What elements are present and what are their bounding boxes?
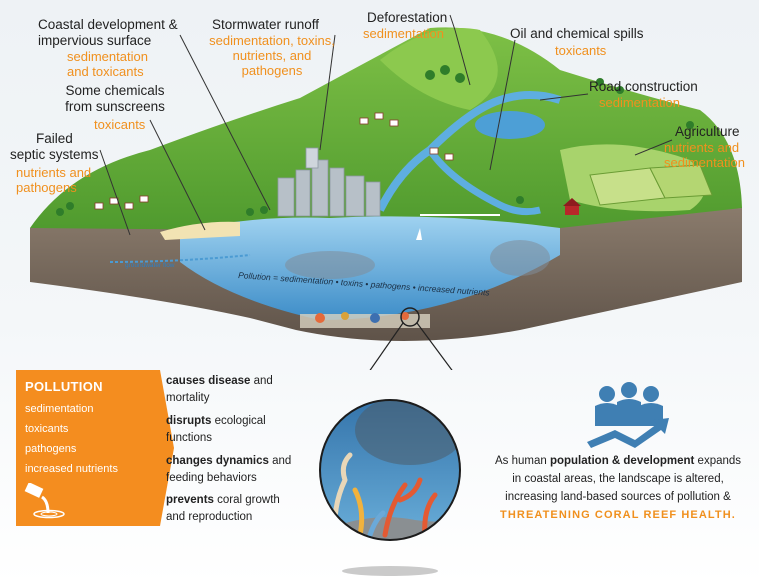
label-sunscreen-title: Some chemicals from sunscreens	[65, 83, 165, 114]
label-septic-sub: nutrients and pathogens	[16, 165, 92, 195]
groundwater-label: groundwater flow	[125, 262, 175, 269]
label-road-sub: sedimentation	[599, 95, 680, 110]
landscape-diagram: Pollution = sedimentation • toxins • pat…	[30, 14, 742, 370]
label-sunscreen-sub: toxicants	[94, 117, 146, 132]
pollution-item: sedimentation	[25, 403, 94, 415]
barn-icon	[563, 198, 581, 215]
land-surface	[30, 27, 742, 233]
pollution-item: toxicants	[25, 423, 69, 435]
population-growth-icon	[587, 382, 669, 448]
label-agriculture-sub: nutrients and sedimentation	[664, 140, 745, 170]
label-septic-title: Failed septic systems	[10, 131, 99, 162]
label-stormwater-sub: sedimentation, toxins, nutrients, and pa…	[209, 33, 335, 78]
effect-item: disrupts ecological functions	[166, 415, 266, 444]
trees	[56, 65, 694, 216]
effect-item: causes disease and mortality	[166, 375, 273, 404]
pollution-item: increased nutrients	[25, 463, 118, 475]
reef-closeup	[319, 399, 461, 576]
summary-text: As human population & development expand…	[493, 452, 743, 524]
label-deforestation-title: Deforestation	[367, 10, 448, 25]
threat-headline: THREATENING CORAL REEF HEALTH.	[500, 509, 736, 521]
effect-item: changes dynamics and feeding behaviors	[166, 455, 292, 484]
pollution-arrow	[160, 370, 174, 526]
label-oil-title: Oil and chemical spills	[510, 26, 644, 41]
magnifier-circle	[400, 307, 420, 327]
label-stormwater-title: Stormwater runoff	[212, 17, 320, 32]
label-deforestation-sub: sedimentation	[363, 26, 444, 41]
pollution-box: POLLUTION sedimentation toxicants pathog…	[16, 370, 160, 526]
label-coastal-title: Coastal development & impervious surface	[38, 17, 178, 48]
pipe-outflow-icon	[24, 483, 65, 519]
river	[376, 91, 562, 212]
farm-fields	[589, 164, 713, 206]
label-agriculture-title: Agriculture	[675, 124, 740, 139]
label-oil-sub: toxicants	[555, 43, 607, 58]
reef-strip	[300, 312, 430, 328]
pollution-title: POLLUTION	[25, 379, 103, 394]
city-buildings	[277, 147, 381, 217]
effect-item: prevents coral growth and reproduction	[166, 494, 280, 523]
pollution-item: pathogens	[25, 443, 77, 455]
label-coastal-sub: sedimentation and toxicants	[67, 49, 148, 79]
beach	[160, 221, 240, 240]
label-road-title: Road construction	[589, 79, 698, 94]
